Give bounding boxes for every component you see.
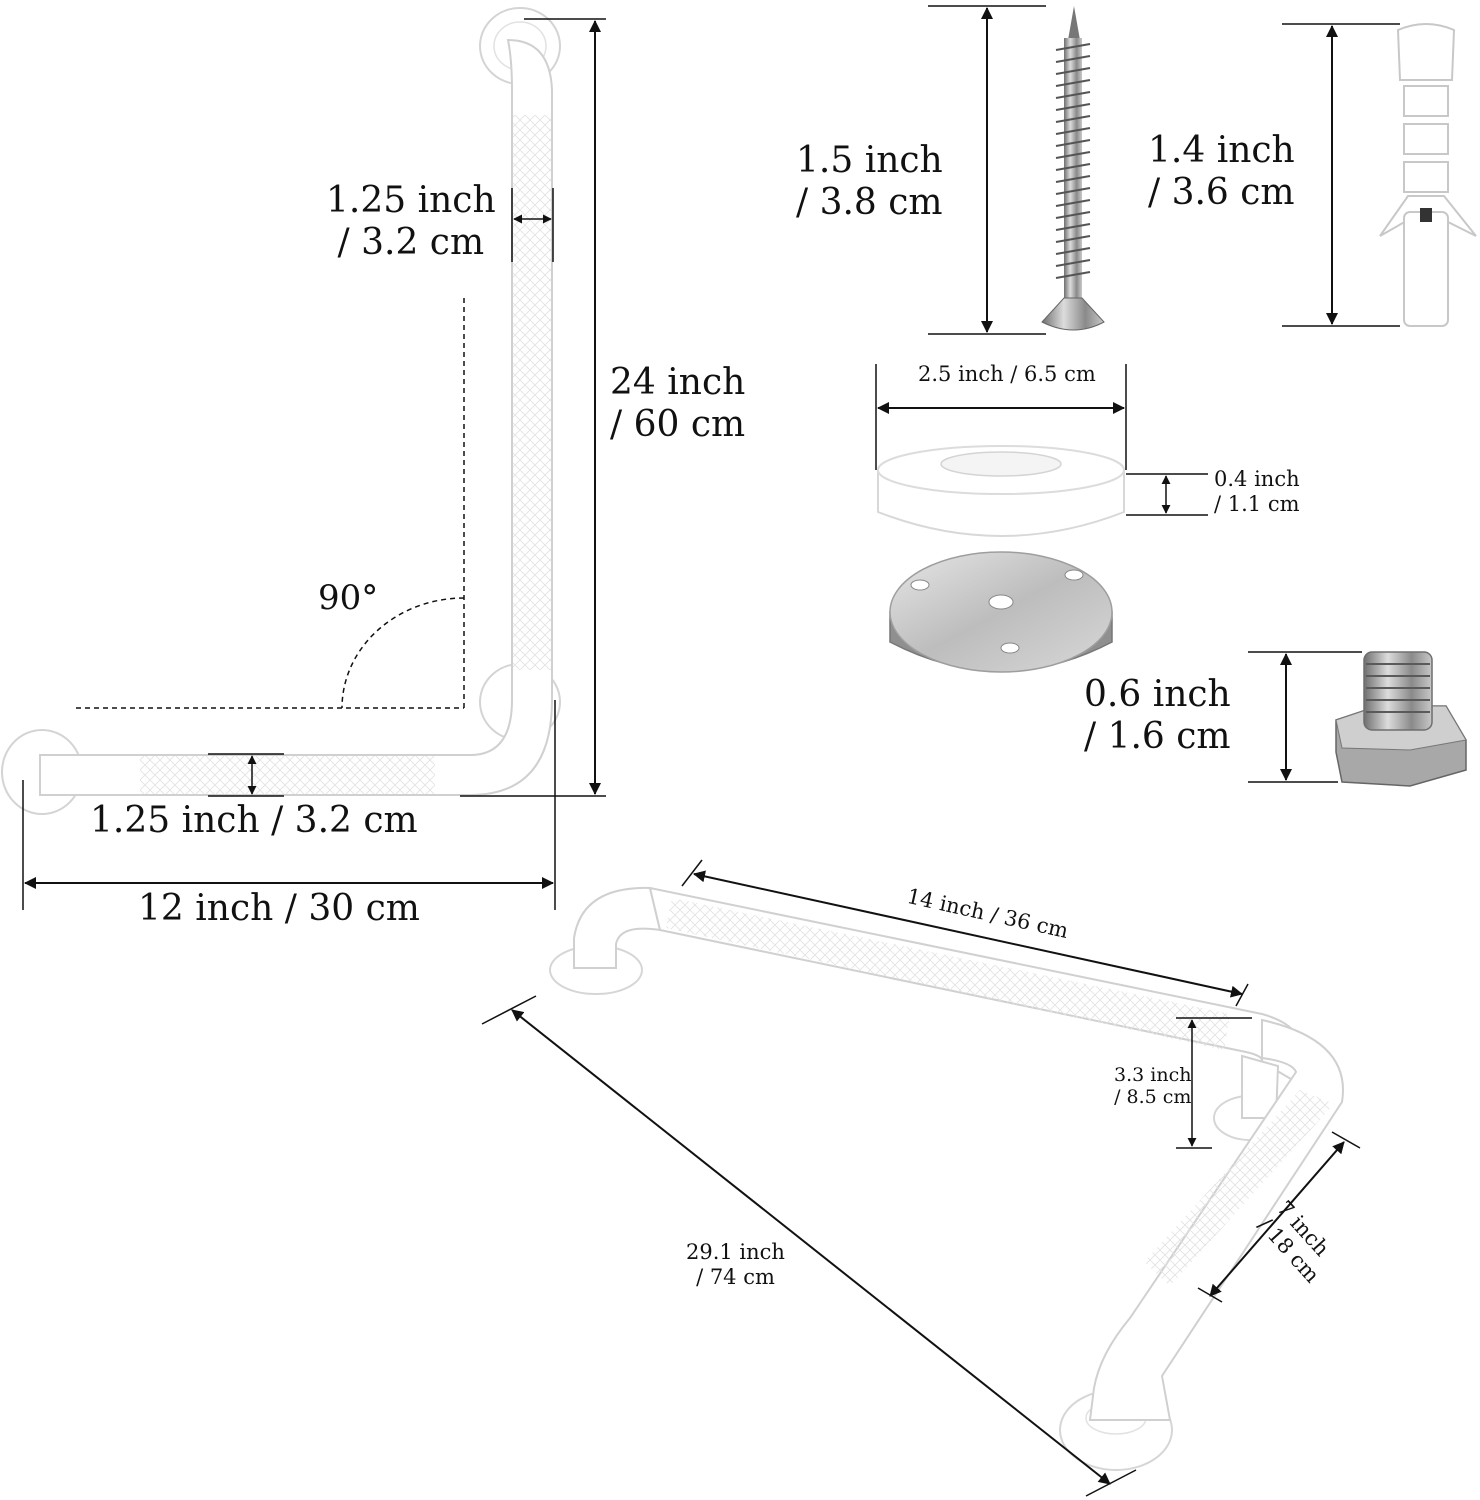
label-vertical-diameter-cm: / 3.2 cm (337, 222, 485, 264)
knurl-vertical (513, 115, 551, 670)
label-bolt-height-cm: / 1.6 cm (1084, 716, 1231, 758)
label-screw-length: 1.5 inch / 3.8 cm (796, 140, 943, 225)
l-bar-tube (39, 38, 553, 796)
mounting-plate (889, 551, 1113, 673)
l-shaped-grab-bar (1, 7, 606, 910)
angle-arc (341, 597, 465, 709)
label-diagonal: 29.1 inch / 74 cm (686, 1240, 785, 1290)
label-horizontal-diameter: 1.25 inch / 3.2 cm (90, 800, 418, 841)
label-offset-inch: 3.3 inch (1114, 1064, 1192, 1086)
label-bolt-height-inch: 0.6 inch (1084, 674, 1231, 715)
label-vertical-diameter: 1.25 inch / 3.2 cm (326, 180, 496, 265)
wood-screw (928, 5, 1105, 335)
label-flange-thickness-inch: 0.4 inch (1214, 467, 1300, 491)
label-screw-length-cm: / 3.8 cm (796, 182, 943, 224)
label-diagonal-cm: / 74 cm (696, 1264, 775, 1289)
label-offset: 3.3 inch / 8.5 cm (1114, 1064, 1191, 1109)
knurl-horizontal (140, 756, 435, 794)
dim-side-length (1209, 1141, 1345, 1297)
label-height-inch: 24 inch (610, 362, 746, 403)
label-width: 12 inch / 30 cm (138, 888, 420, 929)
dim-top-length (693, 870, 1243, 998)
label-height: 24 inch / 60 cm (610, 362, 745, 447)
label-diagonal-inch: 29.1 inch (686, 1240, 785, 1264)
label-anchor-length: 1.4 inch / 3.6 cm (1148, 130, 1295, 215)
label-screw-length-inch: 1.5 inch (796, 140, 943, 181)
flange-cover (875, 364, 1208, 537)
label-anchor-length-inch: 1.4 inch (1148, 130, 1295, 171)
label-height-cm: / 60 cm (610, 404, 746, 446)
label-vertical-diameter-inch: 1.25 inch (326, 180, 496, 221)
corner-bar-left-post (573, 886, 662, 969)
corner-grab-bar (481, 859, 1361, 1497)
label-flange-thickness-cm: / 1.1 cm (1214, 491, 1300, 516)
dim-diagonal (511, 1009, 1111, 1485)
label-flange-thickness: 0.4 inch / 1.1 cm (1214, 467, 1300, 517)
label-offset-cm: / 8.5 cm (1114, 1086, 1192, 1109)
label-bolt-height: 0.6 inch / 1.6 cm (1084, 674, 1231, 759)
label-anchor-length-cm: / 3.6 cm (1148, 172, 1295, 214)
label-angle: 90° (318, 578, 379, 618)
label-flange-diameter: 2.5 inch / 6.5 cm (918, 362, 1096, 386)
wall-anchor (1282, 23, 1477, 327)
hex-bolt (1248, 651, 1467, 787)
